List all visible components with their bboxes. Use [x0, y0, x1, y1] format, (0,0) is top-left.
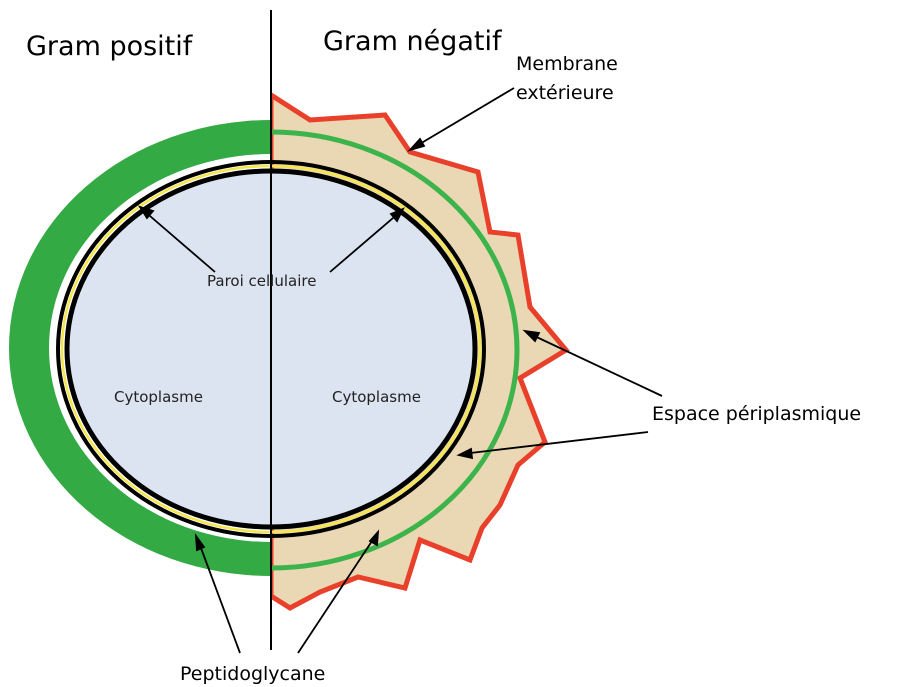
gram-negative-label: Gram négatif: [323, 26, 503, 57]
gram-positive-label: Gram positif: [26, 31, 194, 62]
cell-wall-label: Paroi cellulaire: [207, 272, 316, 290]
peptidoglycan-label: Peptidoglycane: [180, 663, 325, 685]
arrow-outer-membrane: [413, 88, 514, 148]
arrow-periplasm-upper: [528, 333, 662, 396]
periplasmic-space-label: Espace périplasmique: [652, 403, 861, 425]
arrowhead-outer-membrane: [410, 139, 424, 150]
outer-membrane-label-line2: extérieure: [516, 82, 614, 104]
cytoplasm-right-label: Cytoplasme: [332, 388, 421, 406]
cytoplasm-left-label: Cytoplasme: [114, 388, 203, 406]
outer-membrane-label-line1: Membrane: [516, 53, 618, 75]
